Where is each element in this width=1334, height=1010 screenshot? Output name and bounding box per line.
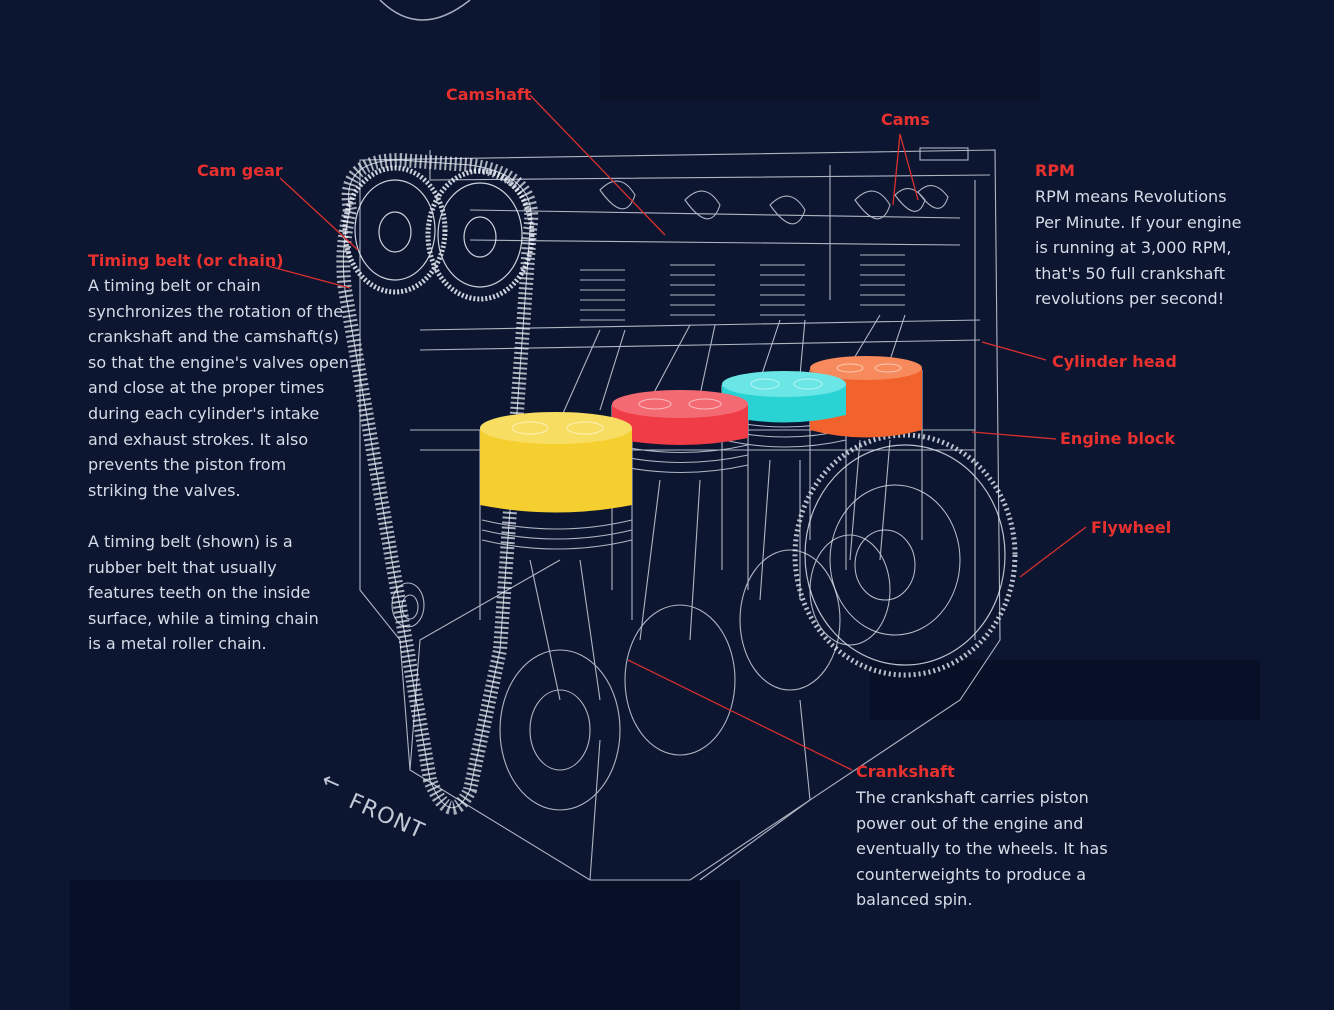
leader-cam-gear	[279, 177, 359, 251]
cam-lobe	[917, 185, 949, 209]
piston-2	[612, 390, 748, 445]
leader-cams	[892, 133, 919, 206]
label-camshaft: Camshaft	[446, 85, 532, 104]
description-rpm: RPM means Revolutions Per Minute. If you…	[1035, 187, 1242, 309]
leader-crankshaft	[627, 659, 853, 771]
crank-counterweight	[739, 549, 841, 691]
flywheel-wireframe	[792, 432, 1018, 678]
connecting-rod	[529, 559, 601, 701]
camshaft-shaft	[469, 209, 961, 246]
label-crankshaft: Crankshaft	[856, 762, 955, 781]
engine-block-edge	[699, 699, 811, 881]
shadow-panel	[70, 880, 740, 1010]
leader-timing-belt	[267, 265, 351, 289]
front-pulley	[391, 582, 425, 628]
engine-block-edge	[419, 339, 981, 351]
connecting-rod	[759, 459, 801, 601]
cam-lobe	[599, 180, 636, 210]
engine-block-edge	[419, 319, 981, 331]
connecting-rod	[639, 479, 701, 641]
shadow-panel	[600, 0, 1040, 100]
engine-block-edge	[589, 739, 601, 881]
leader-engine-block	[971, 431, 1057, 440]
label-timing-belt: Timing belt (or chain)	[88, 251, 284, 270]
label-rpm: RPM	[1035, 161, 1075, 180]
leader-lines	[267, 94, 1087, 771]
crank-counterweight	[624, 604, 736, 756]
piston-3	[722, 371, 846, 423]
piston-top-detail	[511, 363, 902, 435]
connecting-rod	[849, 439, 891, 561]
piston-1	[480, 412, 632, 513]
crank-counterweight	[529, 689, 591, 771]
engine-block-edge	[409, 559, 561, 771]
label-engine-block: Engine block	[1060, 429, 1176, 448]
leader-flywheel	[1019, 526, 1087, 578]
cam-lobe	[769, 195, 806, 225]
description-timing-belt: A timing belt or chain synchronizes the …	[88, 276, 349, 500]
engine-block-outline	[359, 149, 1001, 881]
timing-belt-edge	[342, 159, 532, 809]
label-cams: Cams	[881, 110, 930, 129]
decor-curve	[379, 0, 471, 21]
valve-springs	[559, 254, 906, 421]
engine-top-cap	[919, 147, 969, 161]
front-pulley-inner	[401, 594, 419, 620]
description-timing-belt-types: A timing belt (shown) is a rubber belt t…	[88, 532, 319, 654]
leader-cylinder-head	[981, 341, 1047, 361]
crank-counterweight	[499, 649, 621, 811]
cam-lobe	[684, 190, 721, 220]
cam-lobe	[854, 190, 891, 220]
shadow-panel	[870, 660, 1260, 720]
description-crankshaft: The crankshaft carries piston power out …	[856, 788, 1108, 910]
label-flywheel: Flywheel	[1091, 518, 1172, 537]
leader-camshaft	[529, 94, 666, 236]
label-cam-gear: Cam gear	[197, 161, 283, 180]
label-cylinder-head: Cylinder head	[1052, 352, 1177, 371]
